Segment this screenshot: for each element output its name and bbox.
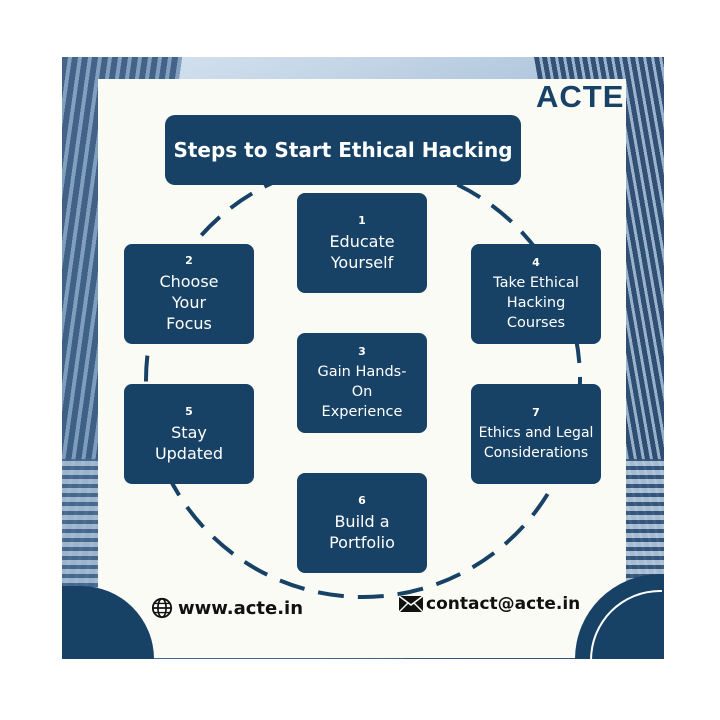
step-7-card: 7 Ethics and Legal Considerations (471, 384, 601, 484)
step-4-number: 4 (532, 255, 540, 269)
envelope-icon (398, 595, 424, 613)
page-title: Steps to Start Ethical Hacking (165, 115, 521, 185)
step-2-label: Choose Your Focus (159, 272, 219, 333)
logo-text: ACTE (536, 79, 625, 114)
step-5-card: 5 Stay Updated (124, 384, 254, 484)
step-2-card: 2 Choose Your Focus (124, 244, 254, 344)
step-7-number: 7 (532, 405, 540, 419)
step-1-label: Educate Yourself (329, 231, 395, 272)
step-6-card: 6 Build a Portfolio (297, 473, 427, 573)
step-6-number: 6 (358, 493, 366, 507)
globe-icon (151, 597, 173, 619)
step-1-card: 1 Educate Yourself (297, 193, 427, 293)
step-3-card: 3 Gain Hands- On Experience (297, 333, 427, 433)
email-contact[interactable]: contact@acte.in (398, 594, 580, 614)
step-4-label: Take Ethical Hacking Courses (493, 274, 579, 331)
step-3-label: Gain Hands- On Experience (317, 363, 407, 420)
website-link[interactable]: www.acte.in (178, 597, 304, 619)
page-title-text: Steps to Start Ethical Hacking (173, 138, 513, 162)
step-7-label: Ethics and Legal Considerations (478, 424, 594, 461)
website-contact[interactable]: www.acte.in (151, 597, 303, 619)
step-5-label: Stay Updated (154, 422, 224, 463)
step-4-card: 4 Take Ethical Hacking Courses (471, 244, 601, 344)
step-1-number: 1 (358, 213, 366, 227)
acte-logo: ACTE (536, 79, 625, 114)
step-6-label: Build a Portfolio (329, 511, 395, 552)
step-5-number: 5 (185, 404, 193, 418)
step-2-number: 2 (185, 254, 193, 267)
step-3-number: 3 (358, 344, 366, 358)
email-link[interactable]: contact@acte.in (426, 594, 581, 614)
